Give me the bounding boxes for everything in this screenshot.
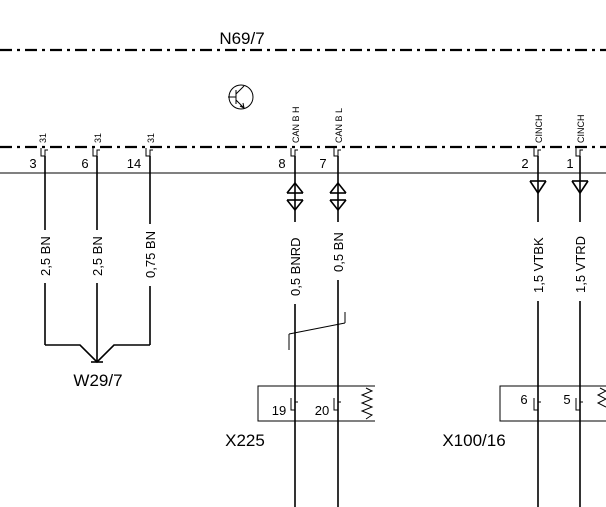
- wire-label: 0,5 BN: [331, 232, 346, 272]
- arrow-down-icon: [529, 180, 547, 195]
- pin-number: 8: [278, 156, 285, 171]
- pin-number: 6: [81, 156, 88, 171]
- signal-label-can-h: CAN B H: [291, 106, 301, 143]
- terminal-pin-6: 31 6 2,5 BN: [81, 133, 105, 362]
- wire-label: 1,5 VTBK: [531, 237, 546, 293]
- bidirectional-arrow-icon: [286, 181, 304, 212]
- ground-node: W29/7: [45, 344, 150, 390]
- transistor-icon: [228, 84, 254, 110]
- wire-label: 2,5 BN: [90, 236, 105, 276]
- pin-number: 3: [29, 156, 36, 171]
- pin-number: 14: [127, 156, 141, 171]
- signal-label-cinch: CINCH: [576, 115, 586, 144]
- wire-label: 0,75 BN: [143, 231, 158, 278]
- pin-number: 20: [315, 403, 329, 418]
- connector-x100-16: 6 5 X100/16: [442, 385, 606, 450]
- signal-label-31: 31: [38, 133, 48, 143]
- arrow-down-icon: [571, 180, 589, 195]
- pin-number: 19: [272, 403, 286, 418]
- connector-x225: 19 20 X225: [225, 385, 375, 450]
- pin-number: 5: [563, 392, 570, 407]
- terminal-pin-3: 31 3 2,5 BN: [29, 133, 53, 345]
- signal-label-cinch: CINCH: [534, 115, 544, 144]
- twisted-pair-marker: [288, 312, 346, 350]
- terminal-pin-8: CAN B H 8 0,5 BNRD: [278, 106, 304, 507]
- terminal-pin-7: CAN B L 7 0,5 BN: [319, 108, 347, 507]
- wire-label: 2,5 BN: [38, 236, 53, 276]
- signal-label-31: 31: [93, 133, 103, 143]
- wire-label: 0,5 BNRD: [288, 237, 303, 296]
- wire-label: 1,5 VTRD: [573, 236, 588, 293]
- connector-label: X100/16: [442, 431, 505, 450]
- terminal-pin-14: 31 14 0,75 BN: [127, 133, 158, 345]
- pin-number: 6: [520, 392, 527, 407]
- pin-number: 2: [521, 156, 528, 171]
- connector-label: X225: [225, 431, 265, 450]
- pin-number: 1: [566, 156, 573, 171]
- bidirectional-arrow-icon: [329, 181, 347, 212]
- module-label: N69/7: [219, 29, 264, 48]
- signal-label-31: 31: [146, 133, 156, 143]
- signal-label-can-l: CAN B L: [334, 108, 344, 143]
- ground-node-label: W29/7: [73, 371, 122, 390]
- pin-number: 7: [319, 156, 326, 171]
